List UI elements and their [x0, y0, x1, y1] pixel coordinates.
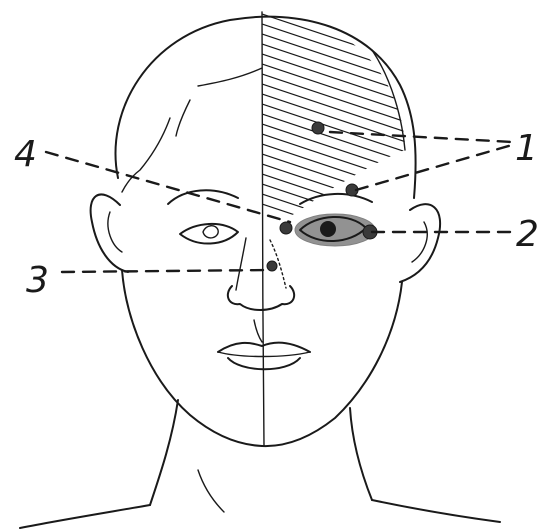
right-ear-inner [412, 222, 427, 262]
nose-bridge [236, 238, 246, 290]
leader-line-4 [46, 152, 290, 222]
label-3: 3 [26, 260, 49, 301]
label-4: 4 [14, 134, 37, 175]
left-eyebrow [168, 190, 238, 204]
right-eyebrow [300, 194, 372, 204]
nose-base [228, 286, 294, 310]
left-eye [180, 224, 238, 244]
neck-left [150, 400, 178, 505]
upper-lip [218, 343, 310, 352]
head-outline [116, 17, 416, 198]
right-ear [400, 204, 440, 282]
shoulder-right [372, 500, 500, 522]
forehead-line [198, 68, 262, 86]
nose-spot [267, 261, 277, 271]
neck-detail [198, 470, 224, 512]
leader-line-1-lower [356, 145, 512, 190]
right-iris [320, 221, 336, 237]
temple-spot [312, 122, 324, 134]
lip-line [218, 352, 310, 357]
label-2: 2 [516, 214, 539, 255]
leader-line-1-upper [330, 132, 512, 142]
shoulder-left [20, 505, 150, 528]
label-1: 1 [515, 128, 538, 169]
philtrum [254, 320, 262, 342]
jaw-left [122, 270, 262, 446]
jaw-right [262, 282, 402, 446]
neck-right [350, 408, 372, 500]
left-ear-inner [108, 212, 122, 252]
right-eye-spot-inner [280, 222, 292, 234]
forehead-line-2 [176, 100, 190, 136]
left-iris [203, 226, 218, 238]
midline [262, 12, 264, 446]
